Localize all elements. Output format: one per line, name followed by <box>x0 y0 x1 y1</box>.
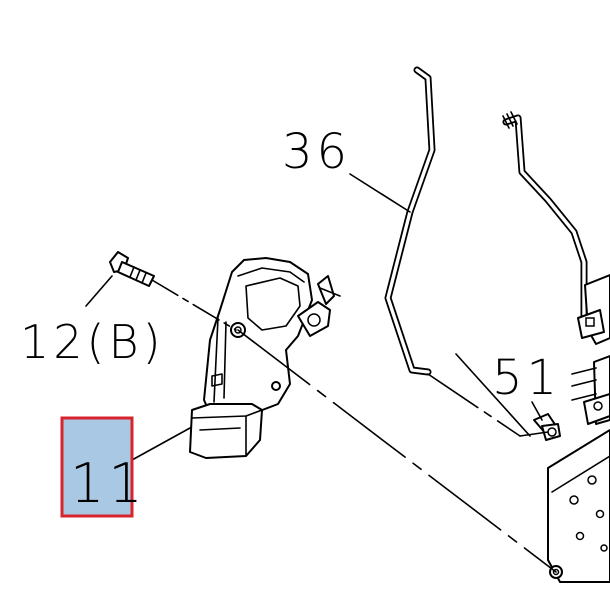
rod-right <box>502 111 588 322</box>
actuator-11 <box>189 257 341 459</box>
bolt-12b <box>109 251 155 287</box>
callout-36[interactable]: 36 <box>282 124 351 180</box>
leader-lines <box>85 173 557 573</box>
rod-36 <box>384 66 436 376</box>
clip-51 <box>533 413 561 441</box>
callout-12b[interactable]: 12(B) <box>20 315 165 369</box>
highlight-box-11 <box>60 416 134 518</box>
callout-11[interactable]: 11 <box>70 452 147 515</box>
callout-51[interactable]: 51 <box>492 350 561 406</box>
latch-assembly <box>547 274 610 583</box>
